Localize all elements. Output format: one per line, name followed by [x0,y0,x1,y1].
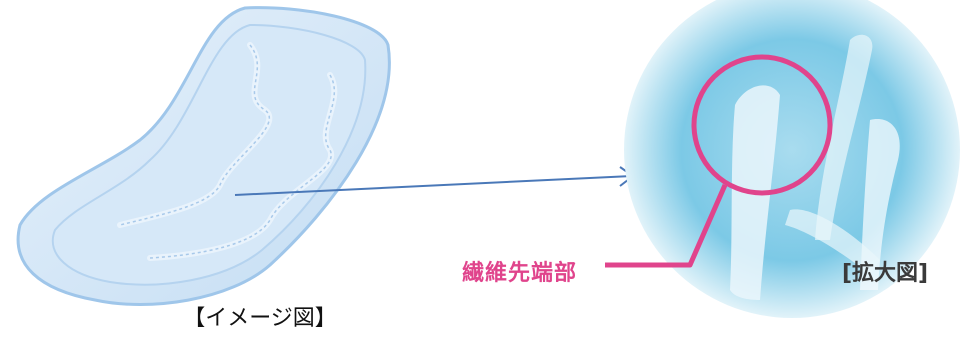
image-caption: 【イメージ図】 [183,306,337,331]
callout-circle [605,54,833,268]
pad-illustration [16,6,391,306]
zoom-label: [拡大図] [842,261,929,286]
fiber-tip-label: 繊維先端部 [462,261,578,286]
